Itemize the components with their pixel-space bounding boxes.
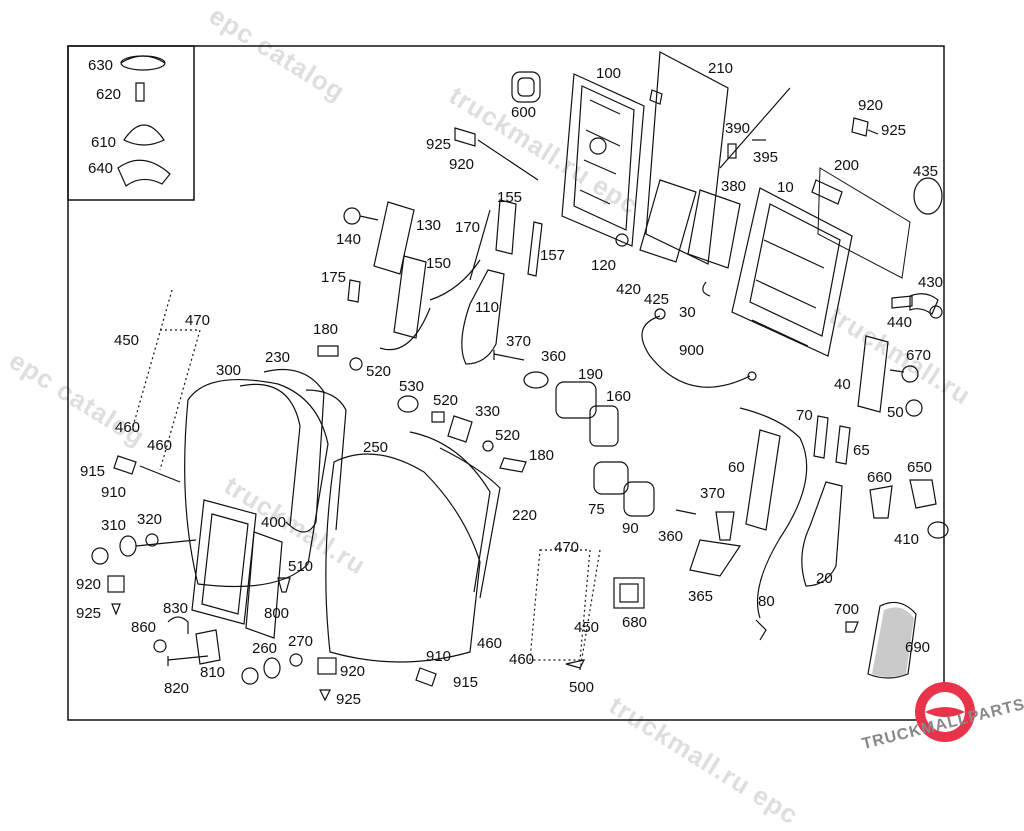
callout-450-right: 450 (574, 619, 600, 636)
callout-470-right: 470 (554, 539, 580, 556)
callout-60: 60 (728, 459, 745, 476)
callout-40: 40 (834, 376, 851, 393)
callout-920-bottom-left: 920 (76, 576, 102, 593)
callout-460-b: 460 (147, 437, 173, 454)
callout-365: 365 (688, 588, 714, 605)
callout-130: 130 (416, 217, 442, 234)
callout-160: 160 (606, 388, 632, 405)
callout-430: 430 (918, 274, 944, 291)
callout-530: 530 (399, 378, 425, 395)
callout-400: 400 (261, 514, 287, 531)
callout-230: 230 (265, 349, 291, 366)
diagram-drawing (67, 45, 975, 742)
callout-820: 820 (164, 680, 190, 697)
logo-gear-icon (915, 682, 975, 742)
callout-600: 600 (511, 104, 537, 121)
callout-20: 20 (816, 570, 833, 587)
callout-360-b: 360 (658, 528, 684, 545)
callout-470-left: 470 (185, 312, 211, 329)
callout-920-top: 920 (858, 97, 884, 114)
callout-220: 220 (512, 507, 538, 524)
callout-925-bottom: 925 (336, 691, 362, 708)
callout-100: 100 (596, 65, 622, 82)
callout-670: 670 (906, 347, 932, 364)
callout-660: 660 (867, 469, 893, 486)
callout-200: 200 (834, 157, 860, 174)
callout-925-left: 925 (426, 136, 452, 153)
callout-110: 110 (475, 299, 499, 316)
callout-180-b: 180 (529, 447, 555, 464)
callout-500: 500 (569, 679, 595, 696)
callout-425: 425 (644, 291, 670, 308)
callout-810: 810 (200, 664, 226, 681)
callout-620: 620 (96, 86, 122, 103)
callout-360-a: 360 (541, 348, 567, 365)
callout-50: 50 (887, 404, 904, 421)
callout-650: 650 (907, 459, 933, 476)
callout-910-bottom: 910 (426, 648, 452, 665)
callout-260: 260 (252, 640, 278, 657)
callout-440: 440 (887, 314, 913, 331)
callout-140: 140 (336, 231, 362, 248)
callout-700: 700 (834, 601, 860, 618)
callout-520-a: 520 (366, 363, 392, 380)
callout-190: 190 (578, 366, 604, 383)
callout-800: 800 (264, 605, 290, 622)
callout-370-b: 370 (700, 485, 726, 502)
callout-157: 157 (540, 247, 566, 264)
callout-370-a: 370 (506, 333, 532, 350)
callout-925-top: 925 (881, 122, 907, 139)
callout-680: 680 (622, 614, 648, 631)
callout-520-b: 520 (433, 392, 459, 409)
callout-510: 510 (288, 558, 314, 575)
callout-70: 70 (796, 407, 813, 424)
callout-10: 10 (777, 179, 794, 196)
callout-830: 830 (163, 600, 189, 617)
callout-175: 175 (321, 269, 347, 286)
callout-520-c: 520 (495, 427, 521, 444)
callout-120: 120 (591, 257, 617, 274)
callout-860: 860 (131, 619, 157, 636)
callout-435: 435 (913, 163, 939, 180)
callout-380: 380 (721, 178, 747, 195)
callout-915-bottom: 915 (453, 674, 479, 691)
callout-920-bottom: 920 (340, 663, 366, 680)
callout-250: 250 (363, 439, 389, 456)
callout-150: 150 (426, 255, 452, 272)
callout-460-d: 460 (509, 651, 535, 668)
callout-320: 320 (137, 511, 163, 528)
callout-420: 420 (616, 281, 642, 298)
callout-690: 690 (905, 639, 931, 656)
callout-610: 610 (91, 134, 117, 151)
callout-270: 270 (288, 633, 314, 650)
callout-410: 410 (894, 531, 920, 548)
callout-630: 630 (88, 57, 114, 74)
callout-915-left: 915 (80, 463, 106, 480)
callout-910-left: 910 (101, 484, 127, 501)
callout-65: 65 (853, 442, 870, 459)
callout-390: 390 (725, 120, 751, 137)
callout-395: 395 (753, 149, 779, 166)
parts-diagram: epc catalog truckmall.ru epc epc catalog… (4, 0, 1024, 830)
callout-90: 90 (622, 520, 639, 537)
callout-450-left: 450 (114, 332, 140, 349)
callout-170: 170 (455, 219, 481, 236)
callout-75: 75 (588, 501, 605, 518)
callout-920-left: 920 (449, 156, 475, 173)
callout-155: 155 (497, 189, 523, 206)
callout-460-c: 460 (477, 635, 503, 652)
callout-80: 80 (758, 593, 775, 610)
callout-900: 900 (679, 342, 705, 359)
callout-460-a: 460 (115, 419, 141, 436)
callout-30: 30 (679, 304, 696, 321)
callout-925-bottom-left: 925 (76, 605, 102, 622)
callout-180-a: 180 (313, 321, 339, 338)
callout-310: 310 (101, 517, 127, 534)
callout-300: 300 (216, 362, 242, 379)
callout-210: 210 (708, 60, 734, 77)
callout-330: 330 (475, 403, 501, 420)
callout-640: 640 (88, 160, 114, 177)
